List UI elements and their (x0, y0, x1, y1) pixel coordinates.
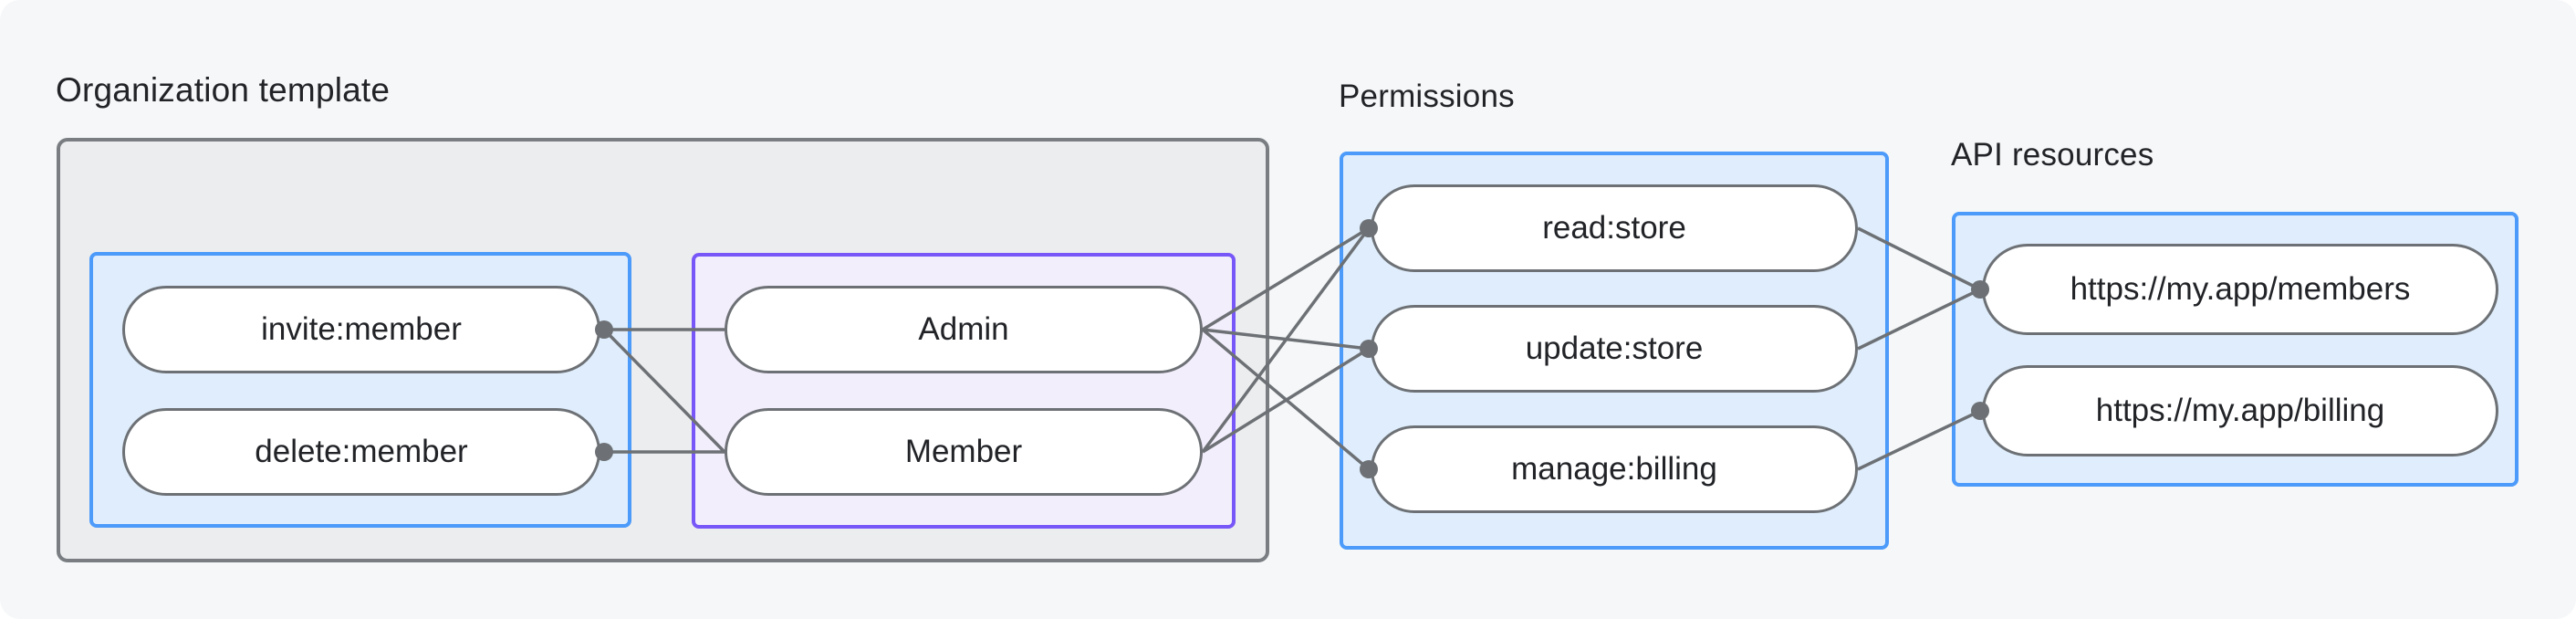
node-role-member: Member (725, 408, 1203, 496)
node-update-store: update:store (1371, 305, 1858, 393)
diagram-title: Organization template (56, 71, 391, 109)
node-api-members: https://my.app/members (1982, 244, 2498, 335)
permissions-heading: Permissions (1339, 79, 1515, 114)
node-api-billing: https://my.app/billing (1982, 365, 2498, 456)
node-delete-member: delete:member (122, 408, 600, 496)
node-role-admin: Admin (725, 286, 1203, 373)
node-manage-billing: manage:billing (1371, 425, 1858, 513)
node-invite-member: invite:member (122, 286, 600, 373)
api-resources-heading: API resources (1951, 137, 2154, 173)
node-read-store: read:store (1371, 184, 1858, 272)
